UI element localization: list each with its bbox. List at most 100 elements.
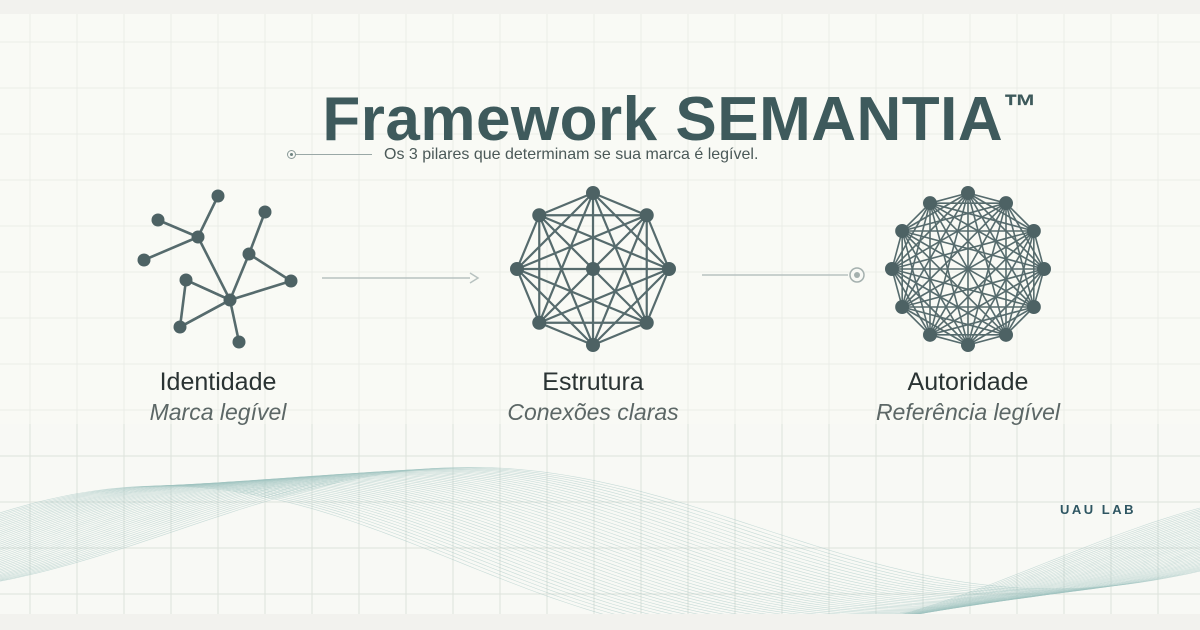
network-node (284, 274, 298, 288)
network-node (258, 205, 272, 219)
network-edge (228, 253, 251, 301)
network-edge (901, 230, 1045, 270)
subtitle: Os 3 pilares que determinam se sua marca… (384, 146, 759, 163)
network-node (961, 338, 975, 352)
network-node (639, 208, 654, 223)
network-node (895, 300, 910, 314)
pillar-networks (137, 186, 1051, 352)
wave-line (0, 485, 1200, 614)
brand-logo: UAU LAB (1060, 502, 1136, 517)
arrow-right-icon (469, 272, 480, 284)
network-node (232, 335, 246, 349)
network-node (923, 327, 937, 342)
page-title: Framework SEMANTIA™ (0, 84, 1200, 155)
network-edge (901, 230, 931, 336)
network-edge (515, 268, 541, 324)
network-edge (645, 214, 671, 270)
network-edge (157, 218, 199, 239)
network-edge (929, 192, 969, 336)
wave-line (0, 477, 1200, 611)
network-edge (178, 279, 188, 328)
wave-line (0, 485, 1200, 614)
network-edge (592, 191, 648, 217)
background-grid (0, 14, 1200, 614)
network-edge (901, 202, 1007, 308)
pillar-sub-autoridade: Referência legível (875, 399, 1061, 425)
network-node (586, 338, 600, 352)
wave-line (0, 468, 1200, 592)
network-edge (247, 211, 267, 255)
network-edge (901, 230, 969, 346)
network-edge (891, 230, 1035, 270)
network-edge (229, 279, 292, 302)
network-node (999, 196, 1013, 211)
network-node (1026, 300, 1041, 314)
network-edge (645, 268, 671, 324)
network-node (885, 262, 899, 276)
upper-panel (0, 14, 1200, 424)
network-edge (891, 268, 1007, 336)
network-edge (538, 268, 594, 324)
wave-line (0, 484, 1200, 614)
network-node (895, 224, 910, 238)
ring-dot-center (854, 272, 860, 278)
network-node (1037, 262, 1051, 276)
network-node (923, 196, 937, 211)
wave-line (0, 483, 1200, 614)
network-edge (538, 191, 594, 217)
wave-line (0, 485, 1200, 614)
network-node (586, 186, 600, 200)
pillar-sub-estrutura: Conexões claras (507, 399, 679, 425)
network-node (532, 315, 547, 330)
network-edge (196, 195, 220, 238)
network-node (961, 186, 975, 200)
network-node (510, 262, 524, 276)
wave-line (0, 484, 1200, 614)
network-edge (891, 202, 931, 270)
subtitle-leader-line (292, 154, 372, 155)
title-text: Framework SEMANTIA (322, 85, 1004, 154)
network-node (211, 189, 225, 203)
network-node (639, 315, 654, 330)
network-edge (901, 268, 1045, 308)
wave-line (0, 484, 1200, 614)
network-node (242, 247, 256, 261)
network-edge (592, 321, 648, 347)
network-edge (538, 214, 670, 271)
network-node (223, 293, 237, 307)
ring-dot-icon (287, 150, 296, 159)
pillar-label-estrutura: Estrutura (542, 368, 644, 396)
network-edge (929, 230, 1035, 336)
network-edge (196, 236, 232, 301)
network-edge (538, 321, 594, 347)
network-edge (248, 252, 292, 283)
network-node (1026, 224, 1041, 238)
wave-line (0, 466, 1200, 590)
wave-line (0, 477, 1200, 612)
network-edge (891, 268, 1035, 308)
network-node (151, 213, 165, 227)
network-node (532, 208, 547, 223)
network-edge (901, 306, 969, 346)
canvas: Framework SEMANTIA™ Os 3 pilares que det… (0, 14, 1200, 614)
network-edge (592, 214, 648, 270)
wave-line (0, 469, 1200, 595)
network-edge (891, 268, 931, 336)
network-edge (901, 230, 1007, 336)
network-node (999, 327, 1013, 342)
network-edge (592, 268, 648, 324)
network-edge (228, 299, 241, 343)
pillar-label-autoridade: Autoridade (907, 368, 1029, 396)
network-node (191, 230, 205, 244)
network-edge (516, 214, 648, 271)
network-node (662, 262, 676, 276)
network-node (586, 262, 600, 276)
network-node (137, 253, 151, 267)
network-edge (143, 235, 199, 262)
network-edge (901, 202, 931, 308)
network-edge (929, 202, 1007, 336)
network-edge (929, 202, 1035, 308)
network-edge (929, 202, 1045, 270)
pillar-sub-identidade: Marca legível (149, 399, 287, 425)
network-edge (929, 202, 1035, 232)
